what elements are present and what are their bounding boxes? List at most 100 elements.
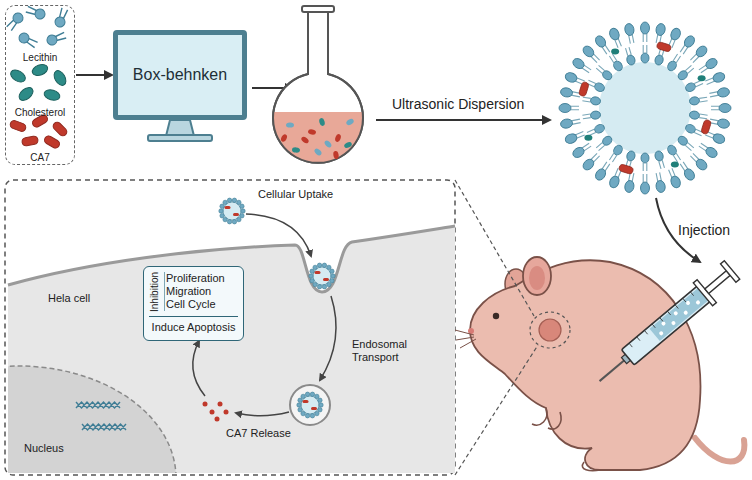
- liposome-ellipse: [712, 71, 727, 84]
- monitor-stand: [148, 120, 212, 141]
- node-text: CA7: [6, 152, 74, 164]
- small-liposome-circle: [322, 285, 326, 289]
- molecule-dot: [286, 122, 294, 127]
- molecule-dot: [334, 133, 342, 142]
- node-text: Proliferation Migration Cell Cycle: [166, 272, 227, 311]
- liposome-ellipse: [719, 104, 731, 113]
- liposome-ellipse: [593, 167, 607, 182]
- liposome-ellipse: [624, 180, 635, 194]
- ca7-dot: [203, 402, 208, 407]
- liposome-ellipse: [669, 175, 682, 190]
- ingredient-box: LecithinCholesterolCA7: [5, 5, 75, 165]
- liposome-path: [626, 47, 632, 56]
- nucleus-shape-ellipse: [8, 366, 176, 473]
- lecithin-icon: [54, 7, 70, 28]
- liposome-path: [699, 97, 707, 102]
- small-liposome-rect: [311, 407, 317, 410]
- small-liposome-circle: [315, 394, 319, 398]
- small-liposome-circle: [310, 392, 314, 396]
- liposome-ellipse: [593, 123, 605, 134]
- ca7-dot: [224, 410, 229, 415]
- flask-rect: [302, 6, 334, 12]
- small-liposome-rect: [315, 271, 321, 274]
- liposome-ellipse: [641, 53, 649, 63]
- liposome-ellipse: [704, 56, 719, 70]
- small-liposome-circle: [305, 414, 309, 418]
- syringe-particles-circle: [658, 330, 664, 336]
- small-liposome-circle: [220, 204, 224, 208]
- liposome-ellipse: [694, 44, 709, 59]
- small-liposome-circle: [327, 265, 331, 269]
- liposome-ellipse: [590, 110, 601, 119]
- liposome-ellipse: [564, 132, 579, 145]
- node-text: Nucleus: [24, 442, 64, 455]
- mouse-ellipse: [530, 312, 570, 348]
- liposome-ellipse: [684, 82, 696, 93]
- small-liposome-circle: [305, 392, 309, 396]
- flask-path: [273, 12, 363, 163]
- cell-scene-circle: [290, 385, 330, 425]
- ca7-icon: [9, 120, 27, 133]
- small-liposome-circle: [240, 204, 244, 208]
- software-monitor: Box-behnken: [113, 30, 247, 120]
- liposome-ellipse: [682, 167, 696, 182]
- small-liposome-circle: [322, 263, 326, 267]
- liposome-ellipse: [601, 69, 614, 82]
- lecithin-icon: [5, 11, 25, 32]
- node-text: Lecithin: [6, 52, 74, 64]
- mouse-ellipse: [523, 257, 551, 295]
- syringe-rect: [721, 261, 740, 283]
- molecule-dot: [323, 139, 332, 148]
- liposome-ellipse: [581, 44, 596, 59]
- lecithin-icon: [25, 5, 46, 21]
- liposome-ellipse: [581, 157, 596, 172]
- small-liposome-circle: [310, 279, 314, 283]
- monitor-stand-path: [166, 120, 194, 136]
- mouse-path: [470, 260, 700, 470]
- monitor-stand-rect: [148, 135, 212, 141]
- liposome-ellipse: [641, 22, 650, 34]
- small-liposome-circle: [298, 398, 302, 402]
- lecithin-icon-circle: [11, 11, 25, 25]
- small-liposome-circle: [318, 408, 322, 412]
- small-liposome-circle: [220, 214, 224, 218]
- lecithin-icon: [17, 31, 38, 49]
- flask: [273, 6, 363, 163]
- cell-scene-path: [246, 214, 311, 256]
- small-liposome-circle: [227, 198, 231, 202]
- syringe-particles-circle: [695, 300, 701, 306]
- liposome-ellipse: [611, 48, 619, 54]
- annotation-label: CA7 Release: [226, 427, 291, 440]
- liposome-ellipse: [694, 157, 709, 172]
- process-arrows-line: [376, 119, 550, 121]
- liposome-ellipse: [676, 69, 689, 82]
- liposome-ellipse: [655, 180, 666, 194]
- lecithin-icon-circle: [54, 16, 67, 29]
- syringe: [590, 258, 742, 392]
- small-liposome-circle: [330, 279, 334, 283]
- ca7-icon: [52, 121, 69, 138]
- annotation-label: Endosomal Transport: [352, 338, 416, 364]
- lecithin-icon-circle: [46, 34, 59, 47]
- liposome-ellipse: [689, 96, 700, 105]
- liposome-ellipse: [669, 27, 682, 42]
- liposome-ellipse: [641, 153, 649, 163]
- liposome-ellipse: [560, 118, 574, 129]
- small-liposome-circle: [298, 408, 302, 412]
- node-text: Box-behnken: [133, 65, 227, 84]
- lecithin-icon-circle: [34, 8, 47, 21]
- syringe-rect: [621, 285, 710, 365]
- liposome-ellipse: [666, 144, 678, 157]
- liposome-ellipse: [571, 145, 586, 159]
- liposome-ellipse: [593, 34, 607, 49]
- liposome: [559, 22, 731, 194]
- inhibition-box: InhibitionProliferation Migration Cell C…: [143, 266, 244, 341]
- cell-scene-path: [236, 412, 289, 416]
- mouse-path: [582, 462, 600, 471]
- molecule-dot: [300, 136, 310, 145]
- small-liposome-rect: [233, 213, 239, 216]
- liposome-rect: [656, 41, 671, 52]
- liposome-path: [582, 97, 590, 102]
- molecule-dot: [313, 147, 322, 156]
- liposome-ellipse: [676, 134, 689, 147]
